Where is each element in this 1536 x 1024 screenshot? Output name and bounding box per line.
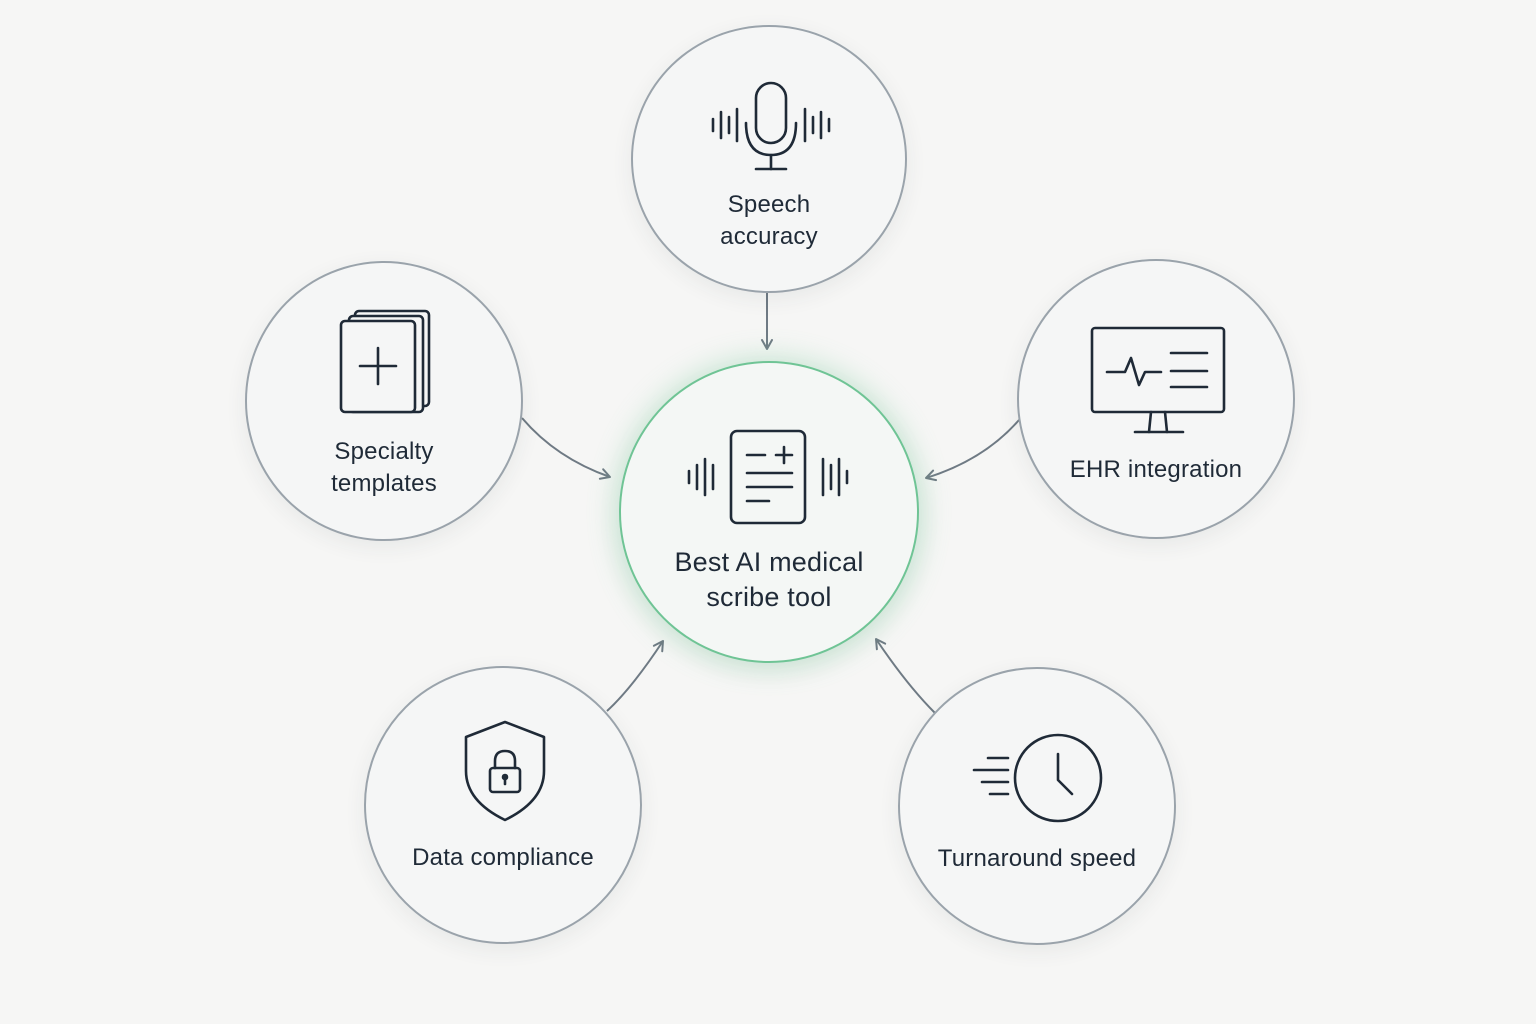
document-waveform-icon [685,427,855,527]
arrow-specialty-to-center [521,417,611,480]
ehr-integration-label: EHR integration [1069,456,1243,483]
turnaround-speed-label: Turnaround speed [937,845,1137,872]
fast-clock-icon [970,732,1106,828]
speech-accuracy-label: Speech accuracy [720,191,818,250]
arrow-data-to-center [606,640,664,712]
monitor-heartbeat-icon [1089,325,1227,437]
microphone-icon [709,79,833,199]
data-compliance-label: Data compliance [412,844,594,871]
arrow-turnaround-to-center [875,638,936,714]
speech-accuracy-node: Speech accuracy [631,25,907,293]
central-topic-node: Best AI medical scribe tool [619,361,919,663]
central-topic-label: Best AI medical scribe tool [674,547,864,612]
specialty-templates-label: Specialty templates [331,438,437,497]
turnaround-speed-node: Turnaround speed [898,667,1176,945]
ehr-integration-node: EHR integration [1017,259,1295,539]
data-compliance-node: Data compliance [364,666,642,944]
shield-lock-icon [460,719,550,823]
specialty-templates-node: Specialty templates [245,261,523,541]
medical-template-icon [337,306,437,416]
arrow-ehr-to-center [925,419,1020,482]
